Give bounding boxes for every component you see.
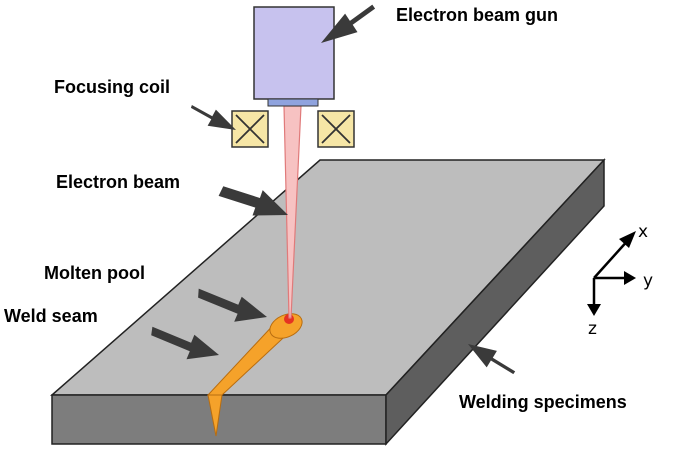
focusing-coil-left bbox=[231, 110, 269, 148]
plate-side-face bbox=[385, 158, 605, 446]
weld-seam-shape bbox=[206, 313, 303, 437]
axis-label-z: z bbox=[588, 319, 597, 339]
arrow-to-specimens bbox=[468, 344, 516, 375]
arrow-to-beam bbox=[218, 186, 288, 216]
arrow-to-gun bbox=[321, 4, 376, 44]
electron-beam-gun bbox=[253, 6, 335, 107]
weld-seam-drip bbox=[207, 394, 223, 437]
axis-label-x: x bbox=[638, 222, 648, 242]
z-axis-arrowhead bbox=[587, 304, 601, 316]
arrow-to-molten-pool bbox=[198, 288, 267, 322]
arrow-to-coil bbox=[190, 105, 236, 130]
axis-label-y: y bbox=[643, 271, 653, 291]
arrow-to-weld-seam bbox=[151, 326, 219, 360]
welding-specimen-plate bbox=[50, 158, 606, 446]
label-welding-specimens: Welding specimens bbox=[459, 392, 627, 412]
label-weld-seam: Weld seam bbox=[4, 306, 98, 326]
label-electron-beam-gun: Electron beam gun bbox=[396, 5, 558, 25]
label-electron-beam: Electron beam bbox=[56, 172, 180, 192]
pointer-arrows bbox=[151, 4, 516, 375]
gun-base bbox=[267, 98, 319, 107]
focusing-coil-right bbox=[317, 110, 355, 148]
label-molten-pool: Molten pool bbox=[44, 263, 145, 283]
x-axis-arrowhead bbox=[619, 231, 636, 248]
gun-body bbox=[253, 6, 335, 100]
molten-pool-shape bbox=[269, 313, 303, 339]
y-axis-arrowhead bbox=[624, 271, 636, 285]
coordinate-axes bbox=[587, 231, 636, 316]
label-focusing-coil: Focusing coil bbox=[54, 77, 170, 97]
